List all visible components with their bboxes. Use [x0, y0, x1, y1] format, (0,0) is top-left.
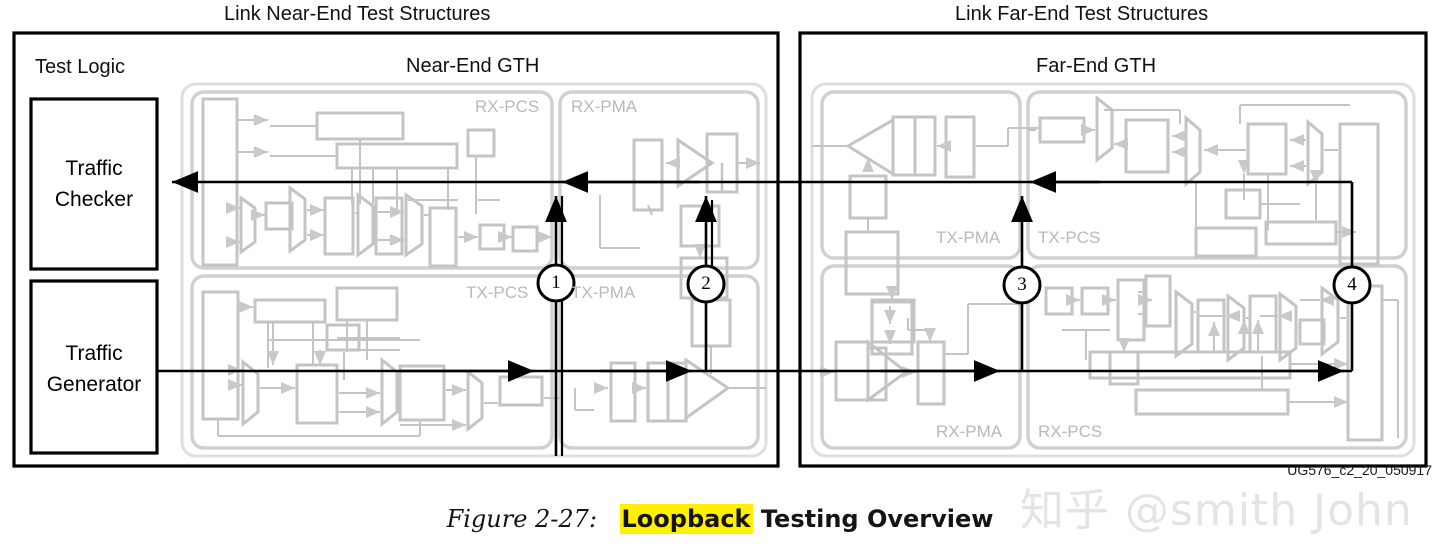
near-rx-pma-label: RX-PMA: [571, 97, 638, 116]
far-end-gth-border: [810, 82, 1416, 458]
traffic-generator-label: Traffic Generator: [25, 338, 163, 400]
traffic-generator-block: [29, 279, 159, 455]
marker-circle-1: [536, 263, 576, 303]
marker-circle-3: [1002, 265, 1042, 305]
far-rx-pcs-internals: [1044, 274, 1399, 442]
traffic-checker-line2: Checker: [54, 188, 134, 211]
near-end-title: Link Near-End Test Structures: [224, 3, 491, 25]
traffic-checker-line1: Traffic: [65, 157, 123, 180]
caption-prefix: Figure 2-27:: [446, 505, 598, 533]
near-rx-pcs-internals: [201, 97, 552, 268]
far-tx-pcs-internals: [1028, 94, 1380, 266]
test-logic-label: Test Logic: [35, 56, 126, 78]
far-tx-pma-box: [820, 90, 1022, 260]
far-rx-pcs-box: [1026, 264, 1408, 450]
traffic-generator-line1: Traffic: [65, 342, 123, 365]
far-tx-pcs-box: [1026, 90, 1408, 260]
near-end-gth-label: Near-End GTH: [406, 55, 540, 77]
tx-loopback-path: [156, 283, 1354, 456]
marker-label-4: 4: [1347, 274, 1357, 295]
document-id: UG576_c2_20_050917: [1287, 462, 1432, 478]
traffic-generator-line2: Generator: [46, 373, 142, 396]
marker-circle-4: [1332, 265, 1372, 305]
near-rx-pma-internals: [599, 132, 760, 300]
near-end-panel-border: [12, 31, 780, 468]
marker-label-1: 1: [551, 272, 561, 293]
marker-label-3: 3: [1017, 274, 1027, 295]
near-rx-pma-box: [558, 90, 760, 270]
far-rx-pma-box: [820, 264, 1022, 450]
far-tx-pma-internals: [812, 115, 1040, 356]
far-tx-pcs-label: TX-PCS: [1038, 228, 1101, 247]
near-tx-pcs-label: TX-PCS: [466, 283, 529, 302]
near-tx-pcs-box: [190, 274, 554, 450]
marker-circle-2: [686, 264, 726, 304]
far-rx-pcs-label: RX-PCS: [1038, 422, 1103, 441]
far-end-panel-border: [798, 31, 1428, 468]
caption-highlight: Loopback: [619, 504, 753, 534]
near-rx-pcs-label: RX-PCS: [475, 97, 540, 116]
near-tx-pma-box: [558, 274, 760, 450]
watermark-text: 知乎 @smith John: [1020, 485, 1413, 536]
near-tx-pma-internals: [574, 298, 766, 423]
far-end-gth-label: Far-End GTH: [1036, 55, 1157, 77]
far-tx-pma-label: TX-PMA: [936, 228, 1001, 247]
marker-label-2: 2: [701, 273, 711, 294]
far-end-title: Link Far-End Test Structures: [955, 3, 1209, 25]
caption-rest: Testing Overview: [752, 505, 994, 533]
figure-caption: Figure 2-27: Loopback Testing Overview: [0, 504, 1440, 534]
traffic-checker-block: [29, 97, 159, 271]
far-rx-pma-internals: [820, 298, 1020, 406]
loopback-marker-circles: [536, 263, 1372, 305]
near-end-gth-border: [180, 82, 768, 458]
traffic-checker-label: Traffic Checker: [31, 153, 157, 215]
far-rx-pma-label: RX-PMA: [936, 422, 1003, 441]
near-tx-pcs-internals: [201, 286, 560, 437]
near-tx-pma-label: TX-PMA: [571, 283, 636, 302]
rx-loopback-path: [172, 171, 1354, 285]
